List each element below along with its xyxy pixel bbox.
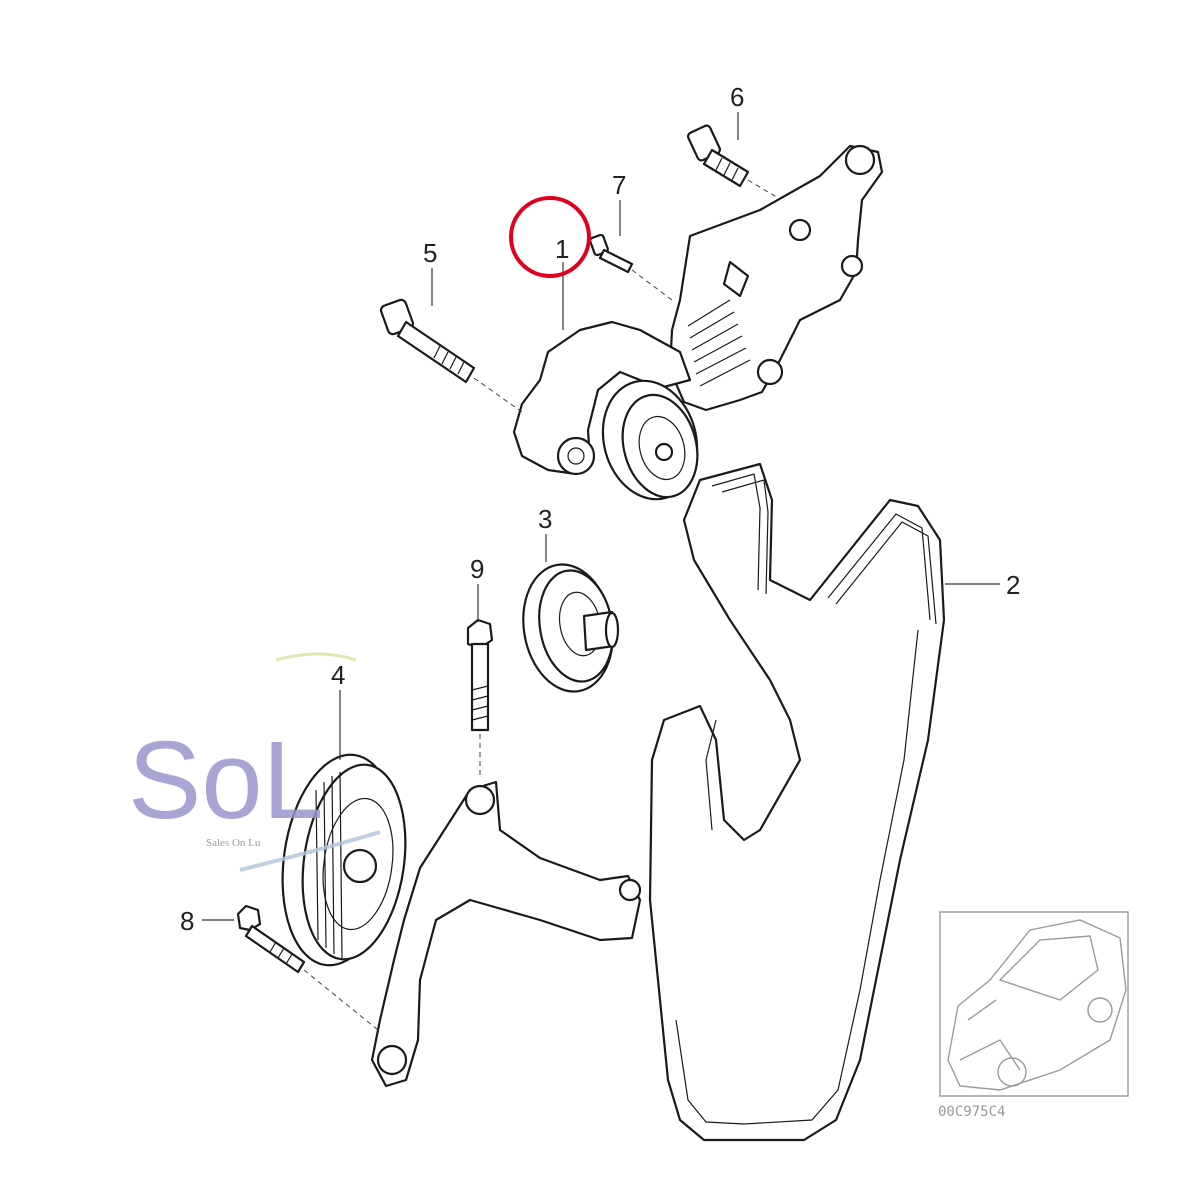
part-8-bolt (236, 904, 306, 974)
part-2-drive-belt (648, 462, 946, 1142)
part-6-bolt (687, 124, 750, 188)
part-7-axis (631, 269, 673, 301)
watermark-swoosh (239, 830, 381, 872)
part-5-axis (473, 377, 523, 413)
callout-1: 1 (555, 234, 569, 264)
highlight-circle (509, 196, 591, 278)
callout-8: 8 (180, 906, 194, 936)
callout-2: 2 (1006, 570, 1020, 600)
watermark-arc (275, 652, 357, 662)
part-5-bolt (379, 298, 476, 384)
part-1-tensioner (512, 320, 699, 501)
callout-3: 3 (538, 504, 552, 534)
part-9-bolt (466, 618, 494, 732)
callout-4: 4 (331, 660, 345, 690)
part-4-bracket (370, 780, 642, 1088)
callout-5: 5 (423, 238, 437, 268)
diagram-code: 00C975C4 (938, 1104, 1005, 1120)
car-icon (947, 919, 1127, 1091)
tensioner-spring (687, 260, 751, 387)
part-3-idler-pulley (522, 563, 620, 693)
callout-9: 9 (470, 554, 484, 584)
watermark-tagline: Sales On Lu (206, 837, 261, 849)
tensioner-bracket (668, 144, 884, 412)
part-8-axis (303, 969, 379, 1031)
vehicle-locator-thumbnail: 00C975C4 (938, 911, 1129, 1120)
part-7-bolt (589, 233, 634, 274)
part-4-pulley (281, 753, 407, 967)
watermark-logo-text: SoL (128, 719, 324, 842)
callout-7: 7 (612, 170, 626, 200)
watermark-logo: SoL Sales On Lu (128, 652, 381, 872)
callout-6: 6 (730, 82, 744, 112)
